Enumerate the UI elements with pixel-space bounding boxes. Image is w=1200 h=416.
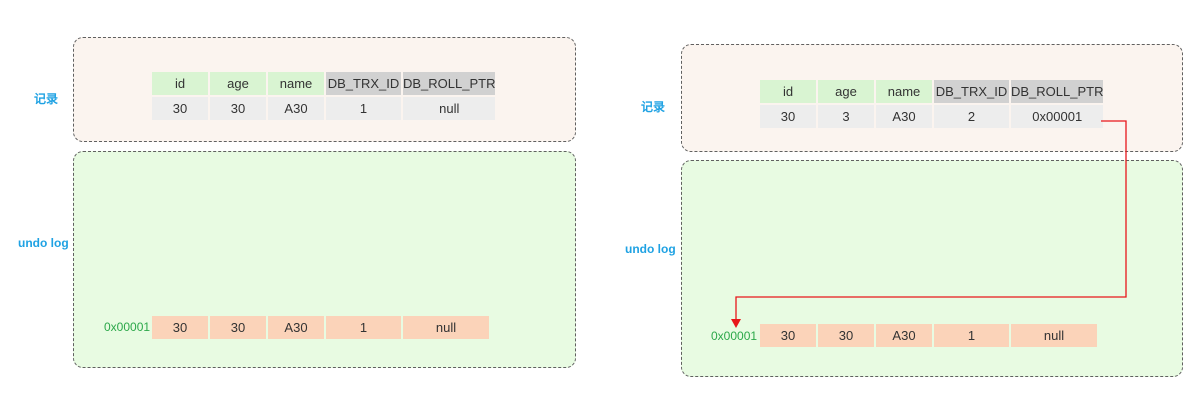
undo-cell-roll-ptr: null [1011,324,1097,347]
col-id: id [152,72,208,95]
undo-cell-age: 30 [818,324,874,347]
col-age: age [818,80,874,103]
undo-table: 30 30 A30 1 null [150,314,491,341]
cell-trx-id: 2 [934,105,1009,128]
undo-cell-id: 30 [760,324,816,347]
record-label: 记录 [34,92,59,106]
header-row: id age name DB_TRX_ID DB_ROLL_PTR [760,80,1104,103]
undo-log-label: undo log [625,242,676,256]
undo-cell-id: 30 [152,316,208,339]
cell-roll-ptr: null [403,97,496,120]
record-table: id age name DB_TRX_ID DB_ROLL_PTR 30 3 A… [758,78,1105,130]
roll-pointer-arrowhead [731,319,741,328]
record-table: id age name DB_TRX_ID DB_ROLL_PTR 30 30 … [150,70,497,122]
col-id: id [760,80,816,103]
cell-name: A30 [876,105,932,128]
cell-age: 30 [210,97,266,120]
cell-trx-id: 1 [326,97,401,120]
undo-row: 30 30 A30 1 null [152,316,489,339]
record-label: 记录 [641,100,666,114]
before-panel: 记录 undo log id age name DB_TRX_ID DB_ROL… [18,37,576,368]
undo-address: 0x00001 [711,329,758,343]
undo-address: 0x00001 [104,320,151,334]
cell-name: A30 [268,97,324,120]
header-row: id age name DB_TRX_ID DB_ROLL_PTR [152,72,496,95]
after-panel: 记录 undo log id age name DB_TRX_ID DB_ROL… [606,0,1200,416]
col-name: name [876,80,932,103]
cell-roll-ptr: 0x00001 [1011,105,1104,128]
undo-log-label: undo log [18,236,69,250]
cell-id: 30 [152,97,208,120]
undo-cell-age: 30 [210,316,266,339]
roll-pointer-line [735,120,1127,320]
record-row: 30 30 A30 1 null [152,97,496,120]
col-age: age [210,72,266,95]
col-trx-id: DB_TRX_ID [326,72,401,95]
undo-cell-name: A30 [268,316,324,339]
undo-cell-trx-id: 1 [326,316,401,339]
col-roll-ptr: DB_ROLL_PTR [1011,80,1104,103]
roll-pointer-arrow [731,120,1127,328]
cell-id: 30 [760,105,816,128]
col-roll-ptr: DB_ROLL_PTR [403,72,496,95]
undo-cell-roll-ptr: null [403,316,489,339]
undo-row: 30 30 A30 1 null [760,324,1097,347]
col-trx-id: DB_TRX_ID [934,80,1009,103]
undo-cell-name: A30 [876,324,932,347]
record-row: 30 3 A30 2 0x00001 [760,105,1104,128]
cell-age: 3 [818,105,874,128]
undo-table: 30 30 A30 1 null [758,322,1099,349]
undo-cell-trx-id: 1 [934,324,1009,347]
col-name: name [268,72,324,95]
